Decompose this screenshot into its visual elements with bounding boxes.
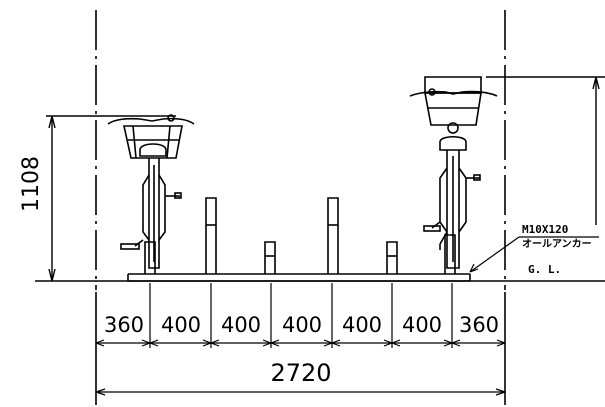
segment-label-2: 400: [161, 313, 201, 337]
anchor-spec-note: M10X120: [522, 223, 568, 236]
segment-label-1: 360: [104, 313, 144, 337]
segment-label-6: 400: [402, 313, 442, 337]
total-width-dimension: [95, 388, 506, 396]
height-label-left: 1108: [19, 156, 44, 212]
rack-stand-tall-2: [327, 197, 339, 274]
base-rail: [127, 273, 471, 282]
ground-line-note: G. L.: [528, 263, 561, 276]
bicycle-left: [107, 114, 195, 269]
rack-stand-tall-1: [205, 197, 217, 274]
rack-stand-end-left: [144, 241, 156, 274]
boundary-lines: [95, 10, 506, 405]
segment-label-5: 400: [342, 313, 382, 337]
rack-stand-short-1: [264, 241, 276, 274]
height-dimension-right: [486, 76, 605, 225]
segment-label-4: 400: [282, 313, 322, 337]
bicycle-right: [409, 76, 498, 269]
rack-stand-short-2: [386, 241, 398, 274]
height-dimension-left: [46, 115, 176, 282]
segment-label-7: 360: [459, 313, 499, 337]
segment-dimension-row: [95, 283, 506, 348]
segment-label-3: 400: [221, 313, 261, 337]
anchor-type-note: オールアンカー: [522, 238, 592, 250]
anchor-leader: [469, 236, 599, 273]
rack-stand-end-right: [444, 234, 456, 274]
total-width-label: 2720: [270, 359, 331, 387]
